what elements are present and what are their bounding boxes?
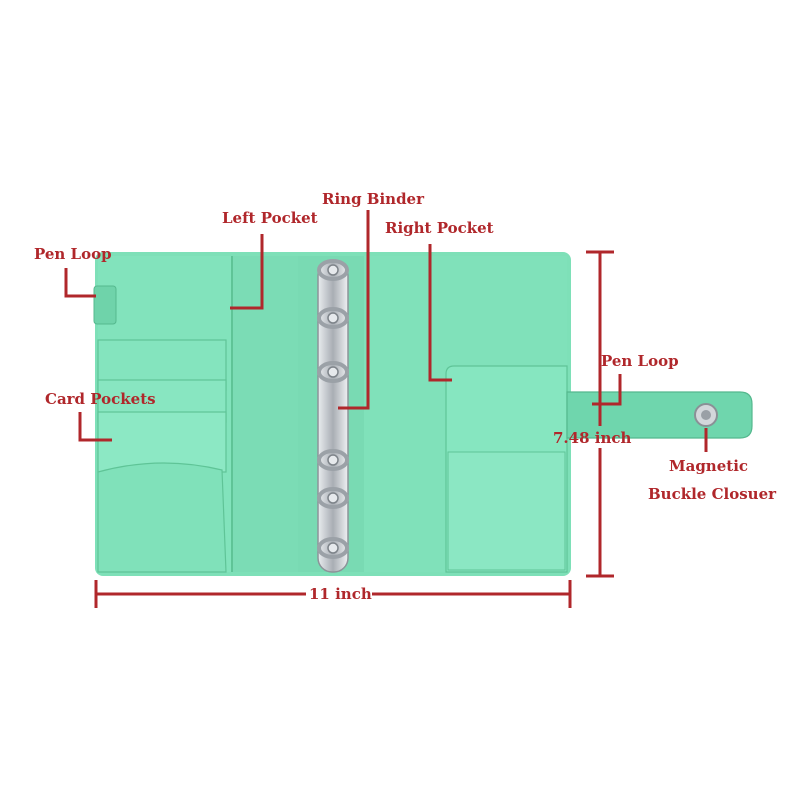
label-ring-binder: Ring Binder (322, 190, 425, 208)
label-height: 7.48 inch (553, 429, 631, 447)
left-pocket-leader (230, 234, 264, 310)
card-pockets-leader (78, 412, 112, 442)
ring-binder-leader (338, 210, 370, 410)
right-card-slot (447, 451, 566, 571)
binder-body (93, 252, 753, 576)
left-pocket (232, 256, 298, 572)
ring-hole (327, 366, 339, 378)
label-width: 11 inch (309, 585, 372, 603)
binder-ring (317, 487, 349, 509)
card-pocket-large (97, 462, 227, 573)
ring-hole (327, 454, 339, 466)
label-left-pocket: Left Pocket (222, 209, 318, 227)
binder-ring (317, 259, 349, 281)
ring-hole (327, 312, 339, 324)
ring-hole (327, 542, 339, 554)
binder-ring (317, 537, 349, 559)
binder-ring (317, 449, 349, 471)
label-buckle-closure: Buckle Closuer (648, 485, 777, 503)
label-right-pocket: Right Pocket (385, 219, 494, 237)
label-pen-loop-right: Pen Loop (601, 352, 679, 370)
binder-ring (317, 307, 349, 329)
label-magnetic: Magnetic (669, 457, 748, 475)
ring-hole (327, 264, 339, 276)
right-pocket-leader (428, 244, 452, 382)
binder-rings (317, 259, 349, 559)
label-card-pockets: Card Pockets (45, 390, 156, 408)
ring-hole (327, 492, 339, 504)
pen-loop-left-leader (64, 268, 96, 298)
binder-ring (317, 361, 349, 383)
label-pen-loop-left: Pen Loop (34, 245, 112, 263)
pen-loop-left (93, 285, 117, 325)
annotation-labels: Pen Loop Left Pocket Ring Binder Right P… (34, 190, 777, 603)
annotation-lines (64, 210, 708, 608)
